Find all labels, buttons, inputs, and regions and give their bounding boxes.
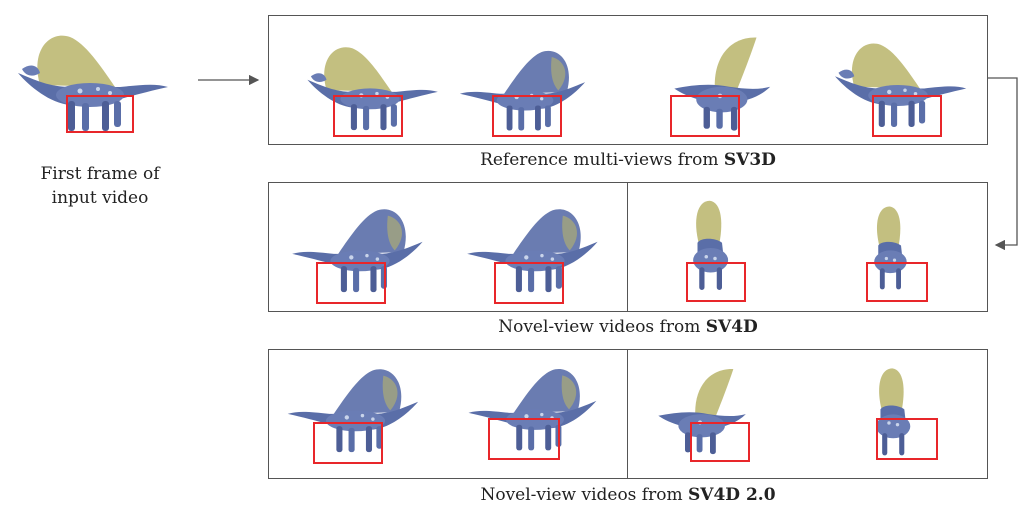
sv4d2-highlight-box-3	[690, 422, 750, 462]
sv3d-to-sv4d-arrow	[988, 77, 1018, 251]
sv4d2-highlight-box-4	[876, 418, 938, 460]
sv4d2-highlight-box-2	[488, 418, 560, 460]
sv4d2-caption: Novel-view videos from SV4D 2.0	[268, 485, 988, 505]
sv4d2-panel-divider	[627, 350, 628, 478]
sv3d-highlight-box-1	[333, 95, 403, 137]
sv4d2-caption-model: SV4D 2.0	[688, 485, 776, 505]
sv3d-caption-model: SV3D	[723, 150, 776, 170]
sv3d-caption-prefix: Reference multi-views from	[480, 150, 724, 170]
sv4d-caption-prefix: Novel-view videos from	[498, 317, 706, 337]
sv4d-caption-model: SV4D	[705, 317, 758, 337]
input-caption-line1: First frame of	[40, 164, 160, 184]
sv3d-highlight-box-3	[670, 95, 740, 137]
input-caption: First frame of input video	[10, 162, 190, 210]
sv4d-highlight-box-2	[494, 262, 564, 304]
sv4d2-caption-prefix: Novel-view videos from	[480, 485, 688, 505]
sv4d-panel-divider	[627, 183, 628, 311]
sv3d-highlight-box-2	[492, 95, 562, 137]
sv3d-caption: Reference multi-views from SV3D	[268, 150, 988, 170]
sv4d-highlight-box-4	[866, 262, 928, 302]
sv4d-caption: Novel-view videos from SV4D	[268, 317, 988, 337]
sv4d2-highlight-box-1	[313, 422, 383, 464]
sv3d-highlight-box-4	[872, 95, 942, 137]
sv4d-highlight-box-1	[316, 262, 386, 304]
input-caption-line2: input video	[51, 188, 149, 208]
input-highlight-box	[66, 95, 134, 133]
sv4d-highlight-box-3	[686, 262, 746, 302]
